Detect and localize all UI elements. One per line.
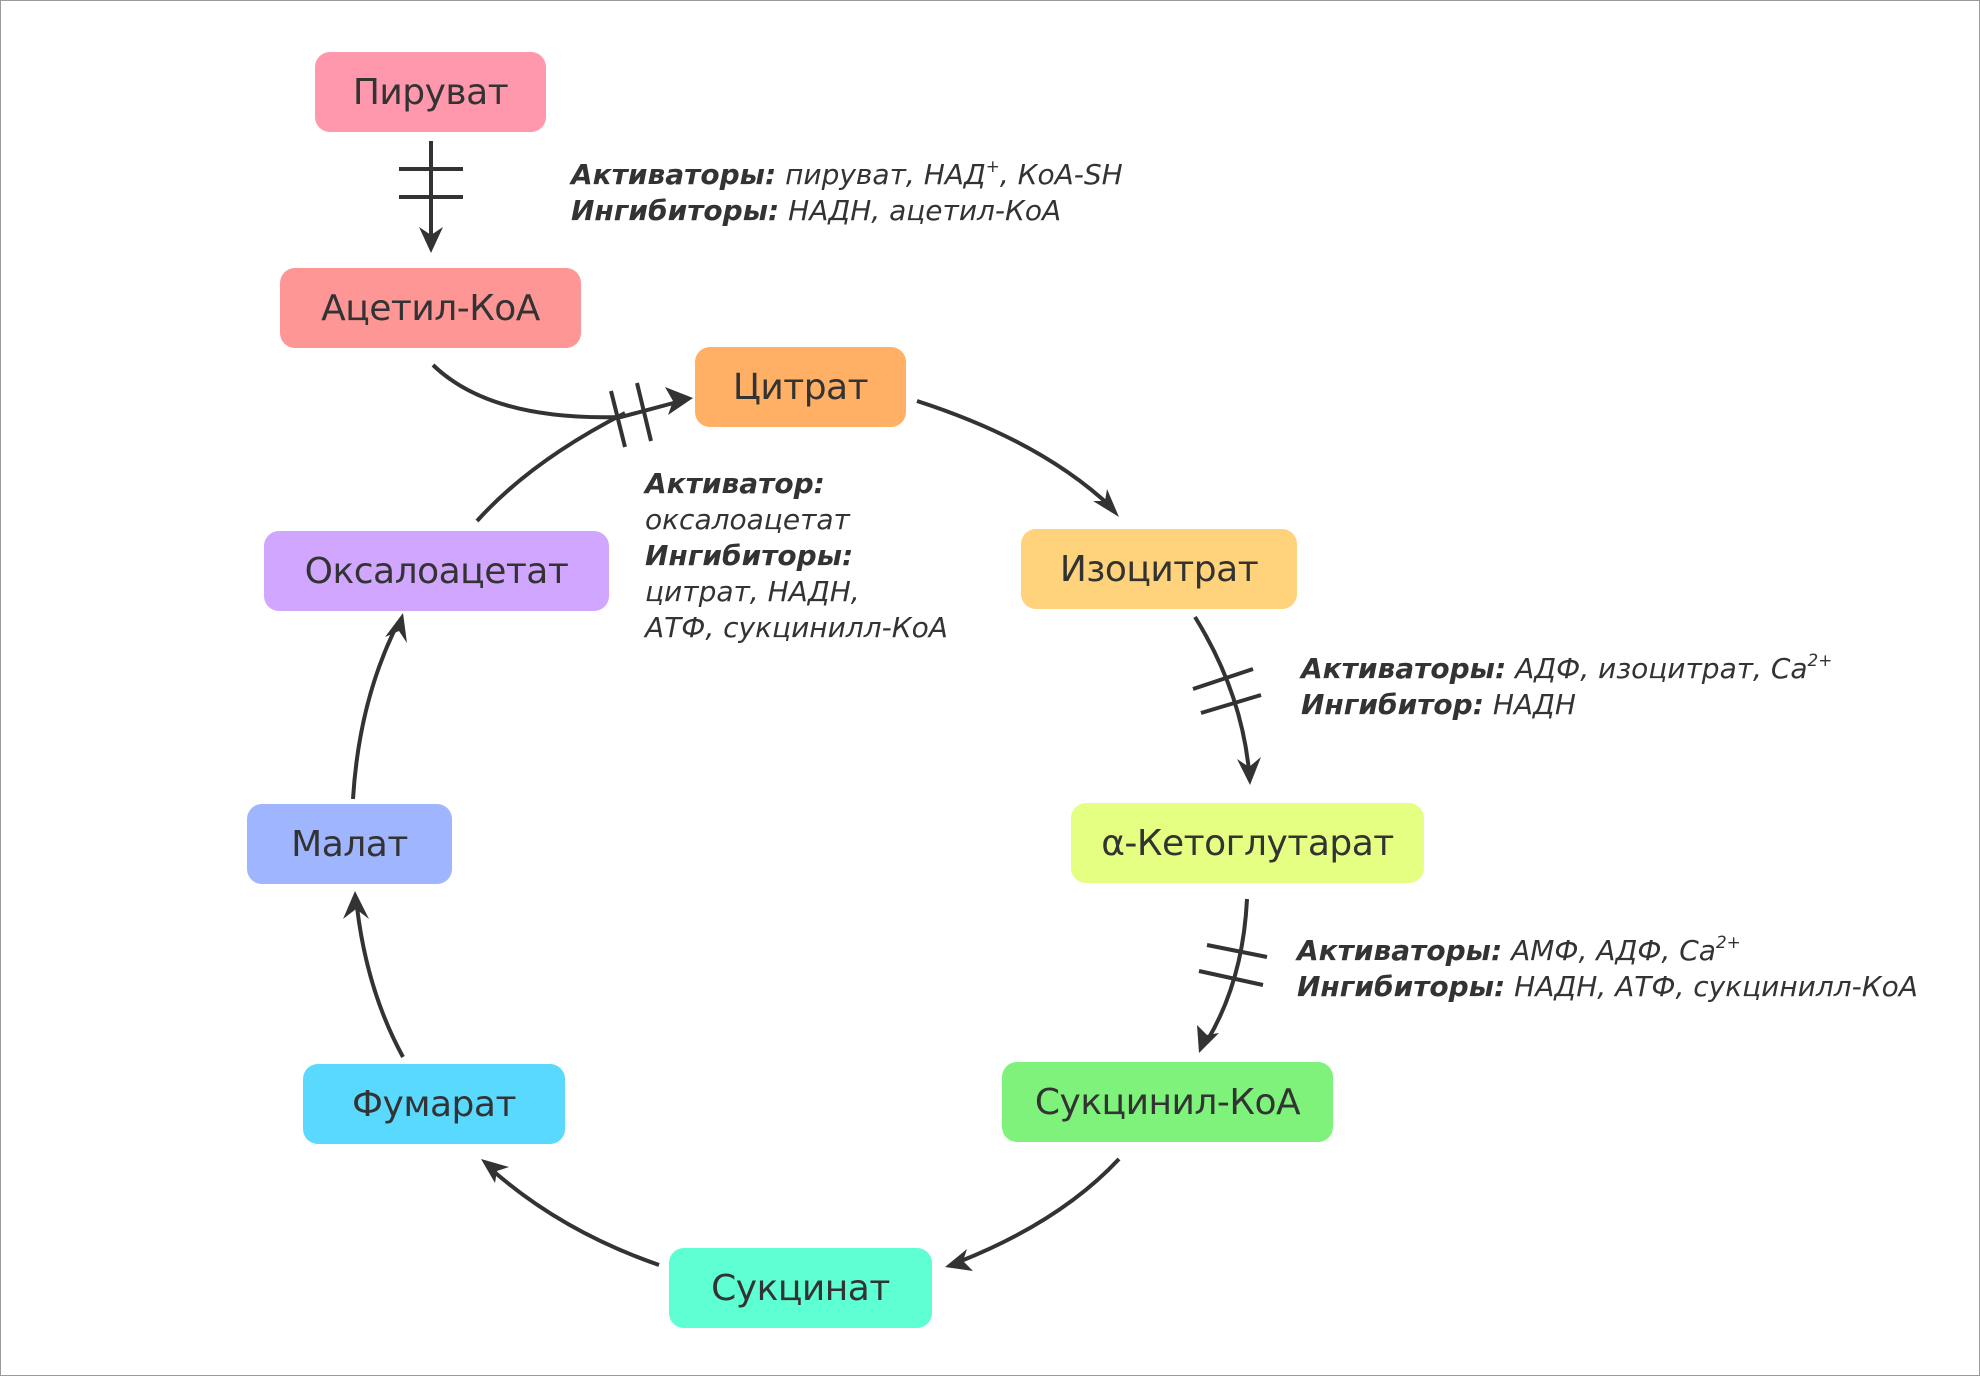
note-idh-regulation: Активаторы: АДФ, изоцитрат, Ca2+ Ингибит… [1301, 651, 1832, 723]
regulation-bar-kgdh-2 [1198, 969, 1264, 987]
arrow-akg-to-succinylcoa [1205, 898, 1249, 1043]
node-oxaloacetate: Оксалоацетат [264, 531, 609, 611]
node-succinyl-coa: Сукцинил-КоА [1002, 1062, 1333, 1142]
node-fumarate: Фумарат [303, 1064, 565, 1144]
arrowhead-fumarate [481, 1159, 509, 1183]
label-activators: Активаторы: [571, 158, 777, 191]
sup-charge: 2+ [1807, 649, 1833, 670]
regulation-bar-idh-2 [1200, 693, 1262, 715]
note-kgdh-regulation: Активаторы: АМФ, АДФ, Ca2+ Ингибиторы: Н… [1297, 933, 1918, 1005]
node-succinate: Сукцинат [669, 1248, 932, 1328]
arrow-succinate-to-fumarate [489, 1167, 660, 1267]
value-inhibitors: НАДН, АТФ, сукцинилл-КоА [1514, 970, 1918, 1003]
arrowhead-citrate [665, 387, 693, 415]
note-cs-regulation: Активатор: оксалоацетат Ингибиторы: цитр… [645, 466, 948, 646]
regulation-bar-cs-2 [635, 382, 653, 442]
arrowhead-malate [343, 891, 369, 919]
regulation-bar-kgdh-1 [1206, 943, 1268, 959]
sup-charge: 2+ [1715, 931, 1741, 952]
note-pdh-regulation: Активаторы: пируват, НАД+, КоА-SH Ингиби… [571, 157, 1123, 229]
arrow-fumarate-to-malate [355, 906, 405, 1058]
label-activators: Активаторы: [1301, 652, 1507, 685]
note-pdh-inhibitors: Ингибиторы: НАДН, ацетил-КоА [571, 193, 1123, 229]
value-inhibitors-line1: цитрат, НАДН, [645, 575, 860, 608]
value-inhibitors: НАДН, ацетил-КоА [788, 194, 1062, 227]
node-alpha-ketoglutarate: α-Кетоглутарат [1071, 803, 1424, 883]
node-malate: Малат [247, 804, 452, 884]
arrow-acetylcoa-to-citrate [431, 363, 682, 420]
value-activators: АМФ, АДФ, Ca [1511, 934, 1716, 967]
label-activators: Активаторы: [1297, 934, 1503, 967]
arrow-succinylcoa-to-succinate [960, 1157, 1121, 1263]
label-activator: Активатор: [645, 467, 825, 500]
arrowhead-succinate [945, 1249, 973, 1271]
arrow-isocitrate-to-akg [1193, 615, 1251, 772]
note-pdh-activators: Активаторы: пируват, НАД+, КоА-SH [571, 157, 1123, 193]
node-pyruvate: Пируват [315, 52, 546, 132]
label-inhibitor: Ингибитор: [1301, 688, 1484, 721]
arrowhead-oxaloacetate [385, 613, 407, 643]
arrowhead-succinylcoa [1197, 1025, 1219, 1053]
value-inhibitors-line2: АТФ, сукцинилл-КоА [645, 611, 948, 644]
node-isocitrate: Изоцитрат [1021, 529, 1297, 609]
value-activators: АДФ, изоцитрат, Ca [1515, 652, 1808, 685]
label-inhibitors: Ингибиторы: [645, 539, 854, 572]
value-activators-tail: , КоА-SH [999, 158, 1123, 191]
value-activators: пируват, НАД [785, 158, 986, 191]
node-acetyl-coa: Ацетил-КоА [280, 268, 581, 348]
arrowhead-akg [1237, 757, 1261, 785]
arrow-malate-to-oxaloacetate [351, 624, 399, 800]
label-inhibitors: Ингибиторы: [1297, 970, 1506, 1003]
value-inhibitor: НАДН [1492, 688, 1576, 721]
arrowhead-isocitrate [1093, 489, 1119, 517]
regulation-bar-idh-1 [1192, 667, 1254, 691]
node-citrate: Цитрат [695, 347, 906, 427]
arrow-citrate-to-isocitrate [916, 399, 1113, 509]
arrowhead-acetylcoa [419, 227, 443, 253]
regulation-bar-cs-1 [609, 390, 627, 448]
label-inhibitors: Ингибиторы: [571, 194, 780, 227]
sup-charge: + [985, 155, 1000, 176]
arrow-oxaloacetate-to-citrate [475, 411, 626, 523]
value-activator: оксалоацетат [645, 503, 850, 536]
